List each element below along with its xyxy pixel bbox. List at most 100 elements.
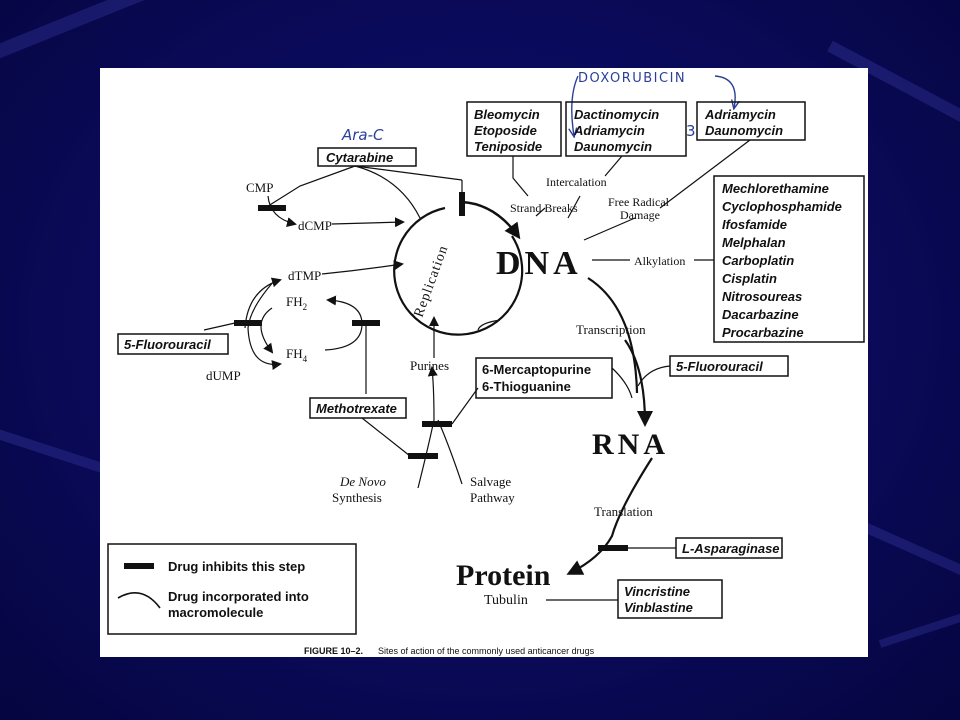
purine-analog-to-replication-line: [477, 319, 501, 331]
vinca-alkaloids-box: [617, 579, 723, 619]
drug-asparaginase: L-Asparaginase: [682, 541, 780, 556]
methotrexate-box: [309, 397, 407, 419]
drug-vincristine: Vincristine: [624, 584, 690, 599]
intercalation-to-dna-line: [567, 195, 581, 219]
legend-incorporated-label-2: macromolecule: [168, 605, 263, 620]
strand-breaks-label: Strand Breaks: [510, 201, 578, 215]
fluorouracil-left-connector: [203, 322, 236, 331]
purine-analogs-box: [475, 357, 613, 399]
drug-teniposide: Teniposide: [474, 139, 542, 154]
diagram-figure: DOXORUBICIN Ara-C 3: [100, 68, 868, 657]
dump-label: dUMP: [206, 368, 241, 383]
drug-cisplatin: Cisplatin: [722, 271, 777, 286]
drug-cytarabine: Cytarabine: [326, 150, 393, 165]
dtmp-to-replication-arrow: [321, 260, 404, 275]
translation-label: Translation: [594, 504, 653, 519]
strand-break-to-dna-line: [535, 207, 546, 217]
protein-node: Protein: [456, 559, 551, 592]
anticancer-drug-pathway-diagram: DOXORUBICIN Ara-C 3: [107, 71, 865, 656]
drug-adriamycin-intercalator: Adriamycin: [573, 123, 645, 138]
free-radical-to-dna-line: [583, 217, 636, 241]
drug-fluorouracil-right: 5-Fluorouracil: [676, 359, 763, 374]
drug-daunomycin-intercalator: Daunomycin: [574, 139, 652, 154]
drug-etoposide: Etoposide: [474, 123, 537, 138]
legend-incorporated-label-1: Drug incorporated into: [168, 589, 309, 604]
fh2-to-fh4-arrow-left: [260, 307, 274, 354]
dump-to-dtmp-path: [247, 279, 282, 371]
de-novo-to-purines-path: [417, 366, 438, 489]
free-radical-label: Free Radical: [608, 195, 670, 209]
cytarabine-to-dna-line: [354, 165, 463, 181]
drug-nitrosoureas: Nitrosoureas: [722, 289, 802, 304]
cmp-label: CMP: [246, 180, 273, 195]
background-streak: [0, 0, 204, 74]
fluorouracil-left-box: [117, 333, 229, 355]
salvage-to-purines-path: [437, 419, 463, 485]
drug-ifosfamide: Ifosfamide: [722, 217, 787, 232]
rna-node: RNA: [592, 428, 669, 461]
purines-label: Purines: [410, 358, 449, 373]
background-streak: [878, 603, 960, 648]
intercalation-connector: [604, 155, 623, 177]
intercalator-drugs-box: [565, 101, 687, 157]
free-radical-drugs-box: [696, 101, 806, 141]
cytarabine-box: [317, 147, 417, 167]
transcription-arrow: [624, 339, 653, 427]
cmp-to-dcmp-arrow: [267, 195, 297, 227]
drug-procarbazine: Procarbazine: [722, 325, 804, 340]
cytarabine-to-replication-line: [354, 165, 421, 219]
footnote-3-mark: 3: [686, 122, 696, 140]
purine-analog-to-transcription-line: [611, 367, 633, 399]
dcmp-to-replication-arrow: [331, 217, 405, 228]
replication-label: Replication: [412, 243, 452, 319]
drug-vinblastine: Vinblastine: [624, 600, 693, 615]
legend-box: [107, 543, 357, 635]
dna-node: DNA: [496, 245, 582, 282]
drug-mechlorethamine: Mechlorethamine: [722, 181, 829, 196]
damage-label: Damage: [620, 208, 660, 222]
drug-fluorouracil-left: 5-Fluorouracil: [124, 337, 211, 352]
translation-arrow: [566, 457, 653, 575]
drug-bleomycin: Bleomycin: [474, 107, 540, 122]
drug-dactinomycin: Dactinomycin: [574, 107, 659, 122]
fh2-label: FH2: [286, 294, 307, 312]
drug-daunomycin-free-radical: Daunomycin: [705, 123, 783, 138]
drug-adriamycin-free-radical: Adriamycin: [704, 107, 776, 122]
doxorubicin-handwritten-label: DOXORUBICIN: [578, 71, 686, 86]
fh4-to-fh2-path: [324, 323, 363, 351]
salvage-label: Salvage: [470, 474, 511, 489]
cytarabine-to-cmp-line: [264, 165, 356, 209]
dcmp-label: dCMP: [298, 218, 332, 233]
drug-thioguanine: 6-Thioguanine: [482, 379, 571, 394]
legend-inhibits-label: Drug inhibits this step: [168, 559, 305, 574]
fluorouracil-right-connector: [637, 365, 671, 387]
transcription-label: Transcription: [576, 322, 646, 337]
legend-incorporated-curve: [117, 592, 161, 609]
methotrexate-to-de-novo-line: [361, 417, 418, 457]
alkylation-label: Alkylation: [634, 254, 685, 268]
strand-break-drugs-box: [466, 101, 562, 157]
drug-melphalan: Melphalan: [722, 235, 786, 250]
drug-cyclophosphamide: Cyclophosphamide: [722, 199, 842, 214]
drug-mercaptopurine: 6-Mercaptopurine: [482, 362, 591, 377]
strand-break-connector: [512, 156, 529, 197]
ara-c-handwritten-label: Ara-C: [341, 126, 384, 144]
fh4-label: FH4: [286, 346, 308, 364]
drug-dacarbazine: Dacarbazine: [722, 307, 799, 322]
alkylating-drugs-box: [713, 175, 865, 343]
de-novo-label: De Novo: [339, 474, 386, 489]
asparaginase-box: [675, 537, 783, 559]
pathway-label: Pathway: [470, 490, 515, 505]
drug-methotrexate: Methotrexate: [316, 401, 397, 416]
synthesis-label: Synthesis: [332, 490, 382, 505]
free-radical-connector: [659, 139, 751, 209]
tubulin-label: Tubulin: [484, 593, 528, 608]
figure-caption-text: Sites of action of the commonly used ant…: [378, 646, 595, 656]
intercalation-label: Intercalation: [546, 175, 607, 189]
replication-to-dna-arrow: [461, 200, 521, 240]
dtmp-label: dTMP: [288, 268, 321, 283]
transcription-path: [587, 277, 639, 394]
purine-analog-connector: [451, 387, 479, 425]
drug-carboplatin: Carboplatin: [722, 253, 794, 268]
background-streak: [857, 520, 960, 595]
